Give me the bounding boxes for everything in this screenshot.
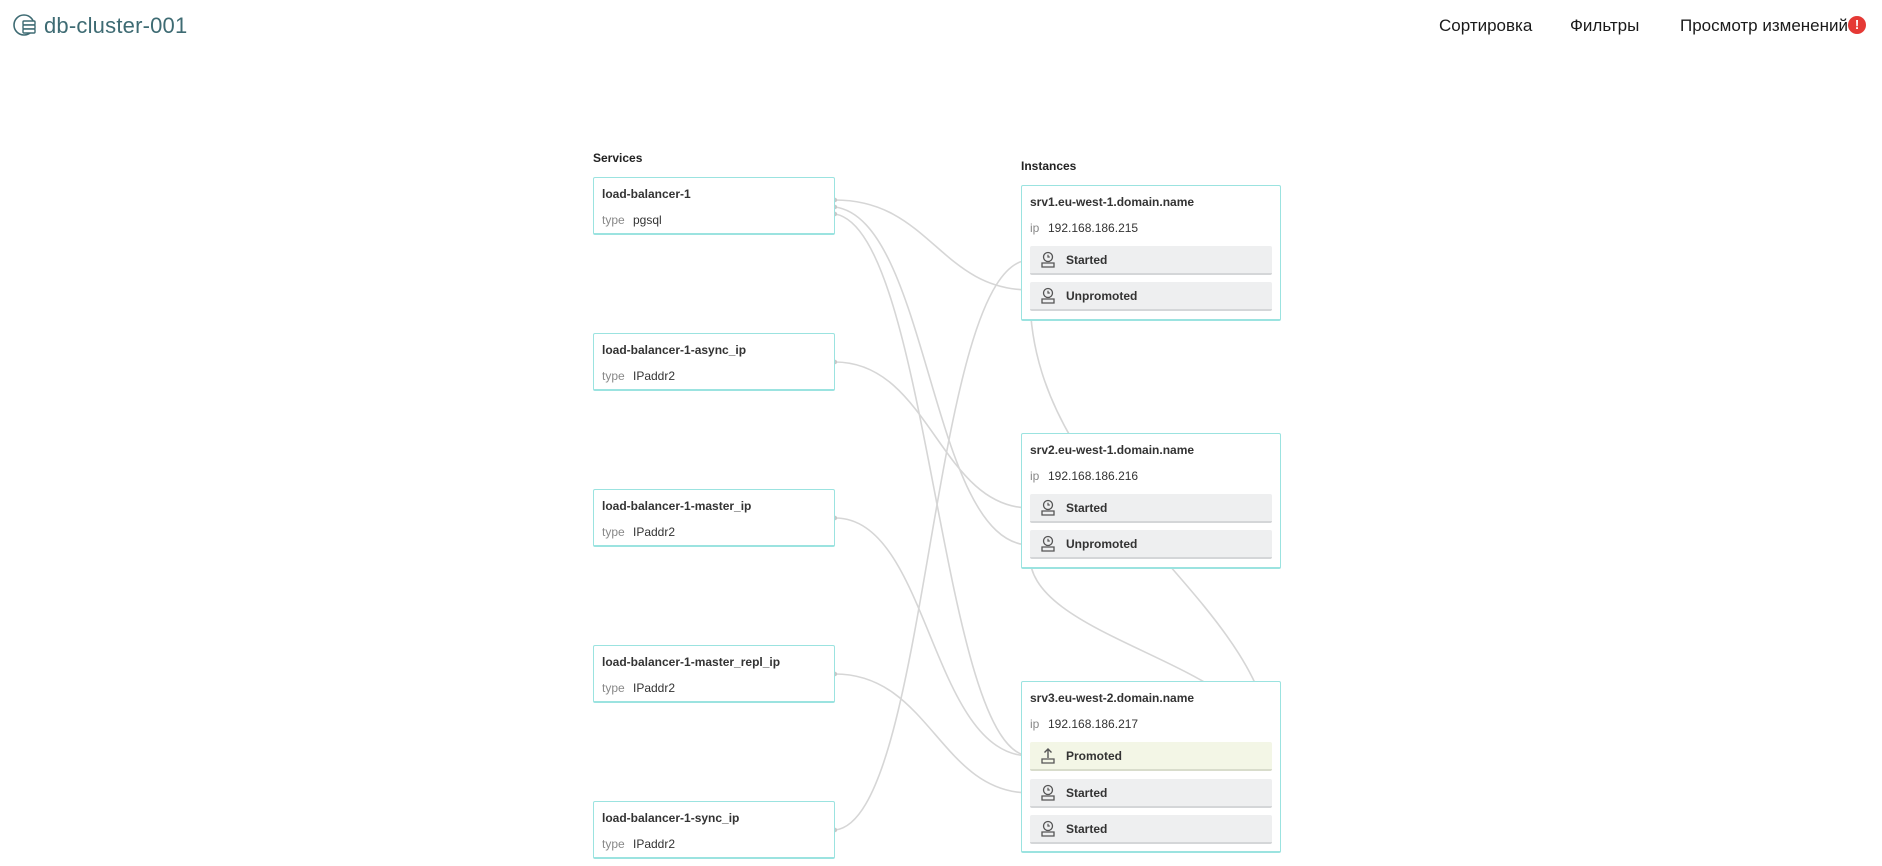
instance-card[interactable]: srv2.eu-west-1.domain.name ip 192.168.18… bbox=[1021, 433, 1281, 569]
status-row[interactable]: Promoted bbox=[1030, 742, 1272, 771]
instance-ip: 192.168.186.217 bbox=[1048, 717, 1139, 731]
clock-user-icon bbox=[1041, 820, 1055, 837]
status-label: Started bbox=[1066, 786, 1108, 800]
clock-user-icon bbox=[1041, 535, 1055, 552]
status-row[interactable]: Started bbox=[1030, 779, 1272, 808]
instance-name: srv1.eu-west-1.domain.name bbox=[1030, 195, 1195, 209]
service-card[interactable]: load-balancer-1-master_ip type IPaddr2 bbox=[593, 489, 835, 547]
instance-ip: 192.168.186.215 bbox=[1048, 221, 1139, 235]
type-key: type bbox=[602, 837, 625, 851]
instance-name: srv3.eu-west-2.domain.name bbox=[1030, 691, 1195, 705]
status-row[interactable]: Started bbox=[1030, 494, 1272, 523]
type-key: type bbox=[602, 681, 625, 695]
status-row[interactable]: Started bbox=[1030, 246, 1272, 275]
service-name: load-balancer-1-sync_ip bbox=[602, 811, 740, 825]
link-line bbox=[834, 213, 1031, 757]
status-label: Started bbox=[1066, 822, 1108, 836]
service-type: pgsql bbox=[633, 213, 662, 227]
filters-button[interactable]: Фильтры bbox=[1570, 16, 1640, 35]
instance-name: srv2.eu-west-1.domain.name bbox=[1030, 443, 1195, 457]
service-card[interactable]: load-balancer-1 type pgsql bbox=[593, 177, 835, 235]
link-line bbox=[834, 517, 1031, 757]
database-cluster-icon[interactable] bbox=[12, 12, 38, 38]
service-card[interactable]: load-balancer-1-master_repl_ip type IPad… bbox=[593, 645, 835, 703]
type-key: type bbox=[602, 213, 625, 227]
service-name: load-balancer-1 bbox=[602, 187, 691, 201]
service-type: IPaddr2 bbox=[633, 681, 676, 695]
service-type: IPaddr2 bbox=[633, 525, 676, 539]
status-label: Started bbox=[1066, 501, 1108, 515]
service-type: IPaddr2 bbox=[633, 369, 676, 383]
view-changes-button[interactable]: Просмотр изменений bbox=[1680, 16, 1849, 35]
ip-key: ip bbox=[1030, 221, 1040, 235]
status-label: Started bbox=[1066, 253, 1108, 267]
instances-heading: Instances bbox=[1021, 159, 1077, 173]
status-row[interactable]: Unpromoted bbox=[1030, 282, 1272, 311]
clock-user-icon bbox=[1041, 499, 1055, 516]
status-label: Unpromoted bbox=[1066, 289, 1138, 303]
services-heading: Services bbox=[593, 151, 643, 165]
service-name: load-balancer-1-async_ip bbox=[602, 343, 747, 357]
page-title: db-cluster-001 bbox=[44, 13, 188, 38]
service-card[interactable]: load-balancer-1-async_ip type IPaddr2 bbox=[593, 333, 835, 391]
status-row[interactable]: Unpromoted bbox=[1030, 530, 1272, 559]
link-line bbox=[834, 259, 1031, 831]
clock-user-icon bbox=[1041, 784, 1055, 801]
status-label: Unpromoted bbox=[1066, 537, 1138, 551]
status-label: Promoted bbox=[1066, 749, 1123, 763]
link-line bbox=[834, 206, 1031, 546]
app-header: db-cluster-001 Сортировка Фильтры Просмо… bbox=[0, 0, 1882, 52]
instance-card[interactable]: srv3.eu-west-2.domain.name ip 192.168.18… bbox=[1021, 681, 1281, 853]
instance-card[interactable]: srv1.eu-west-1.domain.name ip 192.168.18… bbox=[1021, 185, 1281, 321]
link-line bbox=[834, 199, 1031, 291]
sort-button[interactable]: Сортировка bbox=[1439, 16, 1533, 35]
clock-user-icon bbox=[1041, 251, 1055, 268]
clock-user-icon bbox=[1041, 287, 1055, 304]
alert-badge[interactable]: ! bbox=[1848, 16, 1866, 34]
status-row[interactable]: Started bbox=[1030, 815, 1272, 844]
instance-ip: 192.168.186.216 bbox=[1048, 469, 1139, 483]
service-card[interactable]: load-balancer-1-sync_ip type IPaddr2 bbox=[593, 801, 835, 859]
type-key: type bbox=[602, 369, 625, 383]
ip-key: ip bbox=[1030, 469, 1040, 483]
service-name: load-balancer-1-master_repl_ip bbox=[602, 655, 781, 669]
service-type: IPaddr2 bbox=[633, 837, 676, 851]
upload-tray-icon bbox=[1041, 748, 1055, 764]
ip-key: ip bbox=[1030, 717, 1040, 731]
service-name: load-balancer-1-master_ip bbox=[602, 499, 752, 513]
type-key: type bbox=[602, 525, 625, 539]
link-line bbox=[834, 673, 1031, 794]
link-line bbox=[834, 361, 1031, 509]
